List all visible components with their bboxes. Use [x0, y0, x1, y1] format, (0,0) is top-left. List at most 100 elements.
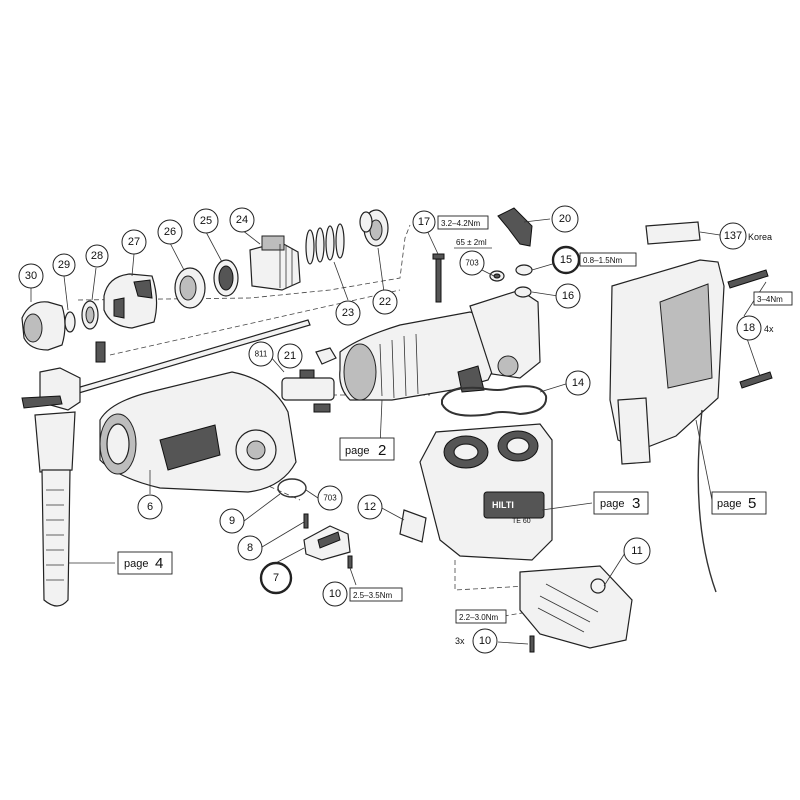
- part-24-gear-sleeve: [249, 235, 301, 291]
- part-11-cover: [519, 565, 633, 649]
- svg-text:3–4Nm: 3–4Nm: [757, 295, 783, 304]
- svg-text:23: 23: [342, 307, 354, 319]
- torque-box-17: 3.2–4.2Nm: [437, 215, 489, 230]
- svg-text:20: 20: [559, 213, 571, 225]
- qty-label-10: 3x: [455, 636, 465, 646]
- svg-text:26: 26: [164, 226, 176, 238]
- svg-text:6: 6: [147, 501, 153, 513]
- model-text: TE 60: [512, 518, 531, 525]
- part-rear-handle: [609, 259, 725, 593]
- svg-text:25: 25: [200, 215, 212, 227]
- svg-text:3x: 3x: [455, 636, 465, 646]
- svg-text:11: 11: [631, 545, 642, 557]
- callout-29: 29: [52, 253, 76, 277]
- svg-text:page: page: [717, 498, 741, 510]
- callout-30: 30: [18, 263, 44, 289]
- part-side-handle: [21, 367, 81, 607]
- svg-text:page: page: [345, 445, 369, 457]
- svg-text:Korea: Korea: [748, 232, 772, 242]
- svg-text:7: 7: [273, 572, 279, 584]
- part-intermediate-housing: [339, 289, 541, 401]
- svg-text:8: 8: [247, 542, 253, 554]
- page-ref-4[interactable]: page 4: [117, 551, 173, 575]
- leader-lines: [30, 218, 767, 645]
- svg-text:9: 9: [229, 515, 235, 527]
- torque-box-10-mid: 2.5–3.5Nm: [349, 587, 403, 602]
- svg-text:page: page: [124, 558, 148, 570]
- qty-label-18: 4x: [764, 324, 774, 334]
- part-10-screw-mid: [347, 555, 353, 569]
- svg-text:14: 14: [572, 377, 584, 389]
- callout-20: 20: [551, 205, 579, 233]
- callout-11: 11: [623, 537, 651, 565]
- page-ref-2[interactable]: page 2: [339, 437, 395, 461]
- svg-text:18: 18: [743, 322, 755, 334]
- svg-text:65 ± 2ml: 65 ± 2ml: [456, 238, 487, 247]
- callout-703-lower: 703: [317, 485, 343, 511]
- callout-25: 25: [193, 208, 219, 234]
- part-26-ring: [174, 267, 206, 309]
- svg-text:28: 28: [91, 250, 103, 262]
- callout-14: 14: [565, 370, 591, 396]
- part-703-bearing: [489, 270, 505, 282]
- callout-811: 811: [248, 341, 274, 367]
- part-14-oring: [441, 385, 548, 417]
- callout-28: 28: [85, 244, 109, 268]
- svg-text:10: 10: [479, 635, 491, 647]
- part-17-screw: [432, 253, 445, 303]
- korea-label: Korea: [748, 232, 772, 242]
- part-21-spindle: [281, 369, 335, 413]
- part-30-chuck-cap: [21, 301, 66, 351]
- callout-17: 17: [412, 210, 436, 234]
- svg-text:21: 21: [284, 350, 296, 362]
- callout-27: 27: [121, 229, 147, 255]
- callout-16: 16: [555, 283, 581, 309]
- part-spring: [95, 341, 106, 363]
- svg-text:2.5–3.5Nm: 2.5–3.5Nm: [353, 591, 392, 600]
- part-6-gear-housing: [99, 371, 297, 493]
- part-25-seal: [213, 259, 239, 297]
- part-15-16-seal: [514, 264, 533, 298]
- callout-12: 12: [357, 494, 383, 520]
- callout-23: 23: [335, 300, 361, 326]
- part-7-selector-knob: [303, 525, 351, 561]
- callout-703-top: 703: [459, 250, 485, 276]
- svg-text:137: 137: [724, 230, 742, 242]
- callout-137: 137: [719, 222, 747, 250]
- part-27-sleeve: [103, 273, 158, 329]
- torque-box-10-lower: 2.2–3.0Nm: [455, 609, 507, 624]
- callout-26: 26: [157, 219, 183, 245]
- svg-text:5: 5: [748, 495, 756, 512]
- callout-24: 24: [229, 207, 255, 233]
- part-10-screw-lower: [529, 635, 535, 653]
- svg-text:29: 29: [58, 259, 70, 271]
- callout-6: 6: [137, 494, 163, 520]
- callout-15: 15: [551, 245, 581, 275]
- torque-box-18: 3–4Nm: [753, 291, 793, 306]
- part-22-washer: [359, 209, 389, 247]
- svg-text:703: 703: [465, 259, 479, 268]
- svg-text:811: 811: [255, 350, 268, 359]
- svg-text:3.2–4.2Nm: 3.2–4.2Nm: [441, 219, 480, 228]
- callout-8: 8: [237, 535, 263, 561]
- part-8-pin: [303, 513, 309, 529]
- svg-text:30: 30: [25, 270, 37, 282]
- part-29-ring: [64, 311, 76, 333]
- callout-10-lower: 10: [472, 628, 498, 654]
- svg-text:24: 24: [236, 214, 248, 226]
- part-18-screws: [727, 269, 773, 389]
- part-motor-housing: [419, 423, 553, 561]
- part-811-plug: [315, 347, 337, 365]
- svg-text:27: 27: [128, 236, 140, 248]
- part-20-lever: [497, 207, 533, 247]
- hilti-logo-text: HILTI: [492, 500, 514, 510]
- callout-21: 21: [277, 343, 303, 369]
- page-ref-5[interactable]: page 5: [711, 491, 767, 515]
- svg-text:16: 16: [562, 290, 574, 302]
- part-137-label: [645, 221, 701, 245]
- svg-text:4x: 4x: [764, 324, 774, 334]
- svg-text:22: 22: [379, 296, 391, 308]
- grease-spec-label: 65 ± 2ml: [454, 238, 492, 249]
- page-ref-3[interactable]: page 3: [593, 491, 649, 515]
